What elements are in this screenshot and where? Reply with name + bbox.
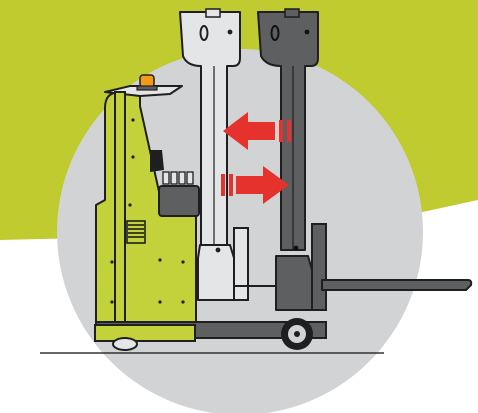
fork-blade bbox=[322, 280, 471, 290]
beacon-light-icon bbox=[137, 75, 157, 90]
vent-grille bbox=[127, 221, 145, 243]
